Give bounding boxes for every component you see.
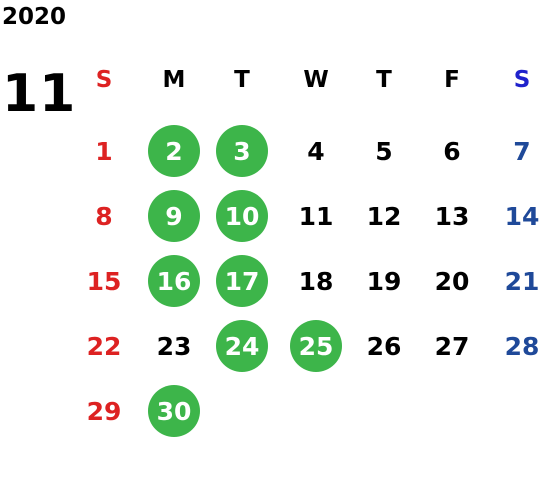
highlighted-day-cell[interactable]: 16: [139, 255, 209, 307]
day-cell[interactable]: 21: [487, 261, 548, 301]
weekday-header: F: [444, 67, 460, 93]
highlighted-day-cell[interactable]: 30: [139, 385, 209, 437]
highlighted-day-cell[interactable]: 24: [207, 320, 277, 372]
day-cell[interactable]: 27: [417, 326, 487, 366]
day-number: 16: [156, 266, 192, 296]
day-number: 26: [366, 331, 402, 361]
highlighted-day-cell[interactable]: 2: [139, 125, 209, 177]
day-number: 3: [233, 136, 251, 166]
day-number: 15: [86, 266, 122, 296]
day-cell[interactable]: 29: [69, 391, 139, 431]
day-cell[interactable]: 19: [349, 261, 419, 301]
day-number: 13: [434, 201, 470, 231]
day-cell[interactable]: 7: [487, 131, 548, 171]
day-cell[interactable]: 18: [281, 261, 351, 301]
highlighted-day-cell[interactable]: 9: [139, 190, 209, 242]
day-number: 27: [434, 331, 470, 361]
weekday-header: S: [95, 67, 113, 93]
month-number: 11: [2, 64, 77, 124]
day-cell[interactable]: 14: [487, 196, 548, 236]
day-number: 8: [95, 201, 113, 231]
day-cell[interactable]: 1: [69, 131, 139, 171]
day-number: 6: [443, 136, 461, 166]
day-cell[interactable]: 23: [139, 326, 209, 366]
day-number: 9: [165, 201, 183, 231]
weekday-header: W: [303, 67, 329, 93]
day-number: 11: [298, 201, 334, 231]
day-number: 25: [298, 331, 334, 361]
day-number: 1: [95, 136, 113, 166]
year-label: 2020: [2, 4, 67, 30]
day-number: 20: [434, 266, 470, 296]
day-cell[interactable]: 5: [349, 131, 419, 171]
weekday-header: T: [234, 67, 250, 93]
day-number: 28: [504, 331, 540, 361]
highlighted-day-cell[interactable]: 17: [207, 255, 277, 307]
day-cell[interactable]: 8: [69, 196, 139, 236]
weekday-header: T: [376, 67, 392, 93]
day-number: 23: [156, 331, 192, 361]
day-cell[interactable]: 22: [69, 326, 139, 366]
day-number: 19: [366, 266, 402, 296]
day-cell[interactable]: 15: [69, 261, 139, 301]
weekday-header: S: [513, 67, 531, 93]
day-cell[interactable]: 12: [349, 196, 419, 236]
day-number: 2: [165, 136, 183, 166]
day-number: 21: [504, 266, 540, 296]
day-number: 4: [307, 136, 325, 166]
day-number: 30: [156, 396, 192, 426]
highlighted-day-cell[interactable]: 10: [207, 190, 277, 242]
day-cell[interactable]: 6: [417, 131, 487, 171]
weekday-header: M: [162, 67, 186, 93]
day-cell[interactable]: 11: [281, 196, 351, 236]
day-number: 29: [86, 396, 122, 426]
highlighted-day-cell[interactable]: 3: [207, 125, 277, 177]
day-number: 22: [86, 331, 122, 361]
day-cell[interactable]: 28: [487, 326, 548, 366]
day-number: 10: [224, 201, 260, 231]
day-number: 7: [513, 136, 531, 166]
day-number: 12: [366, 201, 402, 231]
day-number: 17: [224, 266, 260, 296]
day-number: 24: [224, 331, 260, 361]
day-number: 5: [375, 136, 393, 166]
highlighted-day-cell[interactable]: 25: [281, 320, 351, 372]
day-number: 18: [298, 266, 334, 296]
day-cell[interactable]: 13: [417, 196, 487, 236]
day-cell[interactable]: 26: [349, 326, 419, 366]
day-cell[interactable]: 4: [281, 131, 351, 171]
day-number: 14: [504, 201, 540, 231]
day-cell[interactable]: 20: [417, 261, 487, 301]
